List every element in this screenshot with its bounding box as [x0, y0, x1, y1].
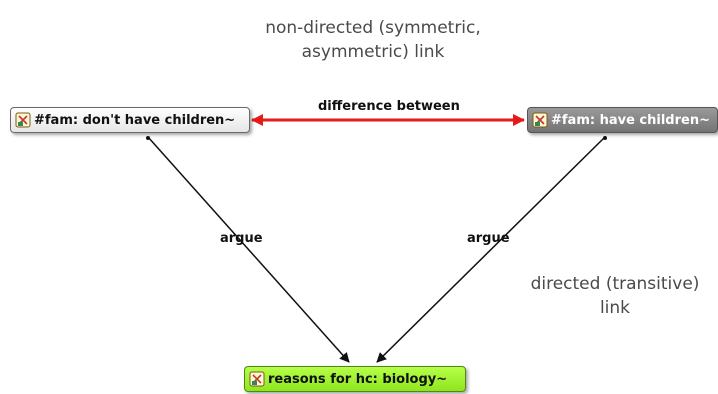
directed-link-annotation: directed (transitive) link	[520, 272, 710, 320]
argue-link-right[interactable]	[376, 136, 606, 363]
argue-left-label: argue	[220, 231, 263, 246]
node-type-icon	[249, 371, 265, 387]
annotation-line: link	[599, 298, 631, 318]
node-have-children[interactable]: #fam: have children~	[527, 107, 718, 133]
node-label: reasons for hc: biology~	[268, 371, 448, 387]
node-type-icon	[532, 112, 548, 128]
argue-link-left[interactable]	[147, 136, 350, 363]
node-dont-have-children[interactable]: #fam: don't have children~	[10, 107, 250, 133]
link-anchor-right	[603, 136, 607, 140]
node-label: #fam: have children~	[551, 112, 710, 128]
annotation-line: asymmetric) link	[301, 42, 445, 62]
argue-right-label: argue	[467, 231, 510, 246]
link-anchor-left	[146, 136, 150, 140]
annotation-line: non-directed (symmetric,	[265, 18, 481, 38]
non-directed-link-annotation: non-directed (symmetric, asymmetric) lin…	[238, 16, 508, 64]
node-type-icon	[15, 112, 31, 128]
node-reasons-biology[interactable]: reasons for hc: biology~	[244, 366, 466, 392]
difference-link-label: difference between	[318, 99, 460, 114]
node-label: #fam: don't have children~	[34, 112, 236, 128]
annotation-line: directed (transitive)	[530, 274, 700, 294]
